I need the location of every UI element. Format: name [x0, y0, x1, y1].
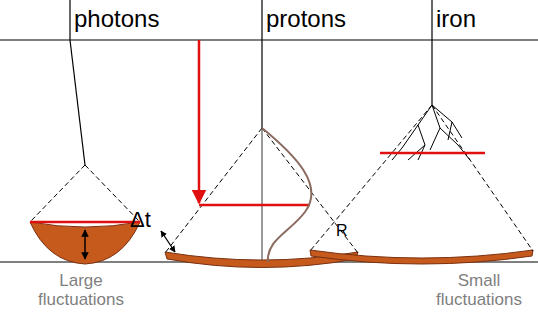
radius-symbol: R: [336, 222, 348, 240]
fluctuation-note: Large fluctuations: [26, 272, 136, 309]
atmosphere-top-line: [0, 39, 538, 40]
fluctuation-note: Small fluctuations: [424, 272, 534, 309]
shower-axis: [262, 128, 263, 262]
shower-cone: [310, 105, 432, 251]
primary-track: [261, 0, 262, 128]
primary-track: [431, 0, 432, 105]
particle-heading: iron: [436, 6, 476, 32]
shower-cone: [165, 128, 262, 253]
shower-front: [310, 250, 533, 264]
shower-max-line: [199, 204, 310, 207]
time-spread-symbol: Δt: [130, 208, 151, 232]
depth-arrow: [198, 40, 201, 203]
particle-heading: protons: [266, 6, 346, 32]
shower-cone: [262, 128, 358, 253]
longitudinal-profile: [262, 128, 311, 262]
shower-max-line: [380, 152, 485, 155]
shower-cone: [30, 165, 85, 222]
thickness-arrow: [84, 230, 86, 259]
shower-front: [30, 222, 140, 264]
primary-track: [69, 0, 70, 40]
time-spread-arrow: [161, 231, 175, 252]
primary-track: [70, 40, 85, 165]
shower-max-line: [30, 221, 140, 224]
shower-cone: [432, 105, 533, 251]
particle-heading: photons: [74, 6, 159, 32]
